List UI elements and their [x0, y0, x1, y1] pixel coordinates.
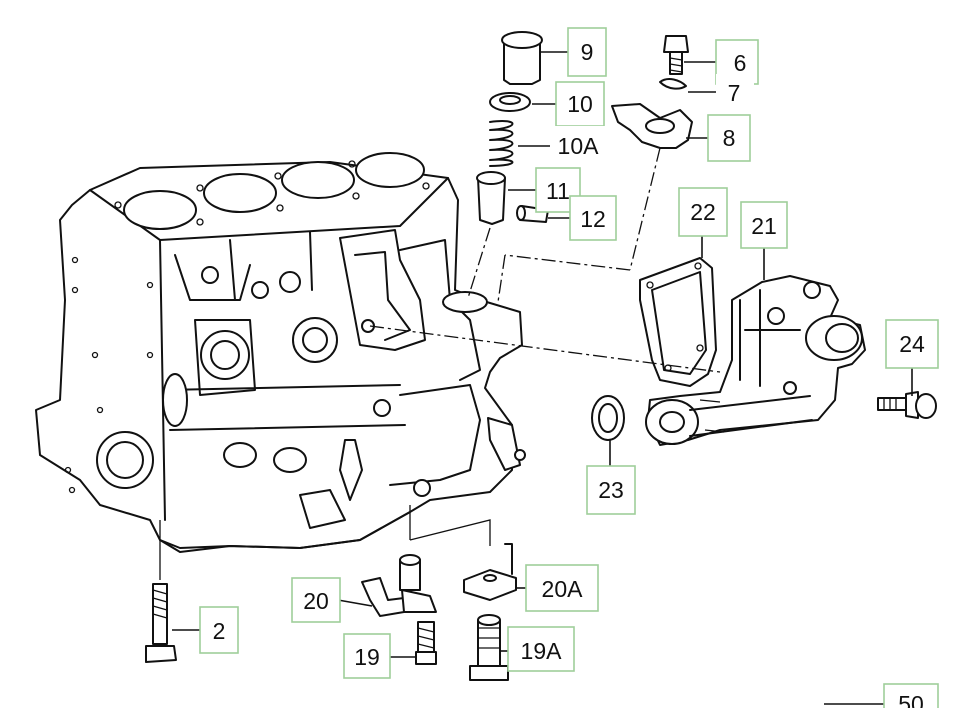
svg-text:8: 8	[723, 125, 736, 151]
alignment-line	[369, 325, 721, 373]
svg-text:50: 50	[898, 691, 924, 708]
engine-block	[35, 152, 526, 553]
callout-19: 19	[343, 633, 391, 679]
svg-text:6: 6	[734, 50, 747, 76]
callout-9: 9	[567, 27, 607, 77]
callouts: 2 6 7 8 9 10	[172, 27, 939, 708]
svg-text:22: 22	[690, 199, 716, 225]
svg-text:23: 23	[598, 477, 624, 503]
callout-12: 12	[569, 195, 617, 241]
svg-text:2: 2	[213, 618, 226, 644]
callout-22: 22	[678, 187, 728, 237]
callout-10a: 10A	[550, 126, 612, 166]
svg-text:19: 19	[354, 644, 380, 670]
callout-20: 20	[291, 577, 341, 623]
sender-and-bracket	[361, 505, 517, 681]
deck-bolt-holes	[114, 160, 430, 226]
svg-text:24: 24	[899, 331, 925, 357]
bolt-24	[877, 391, 937, 419]
callout-23: 23	[586, 465, 636, 515]
callout-7: 7	[716, 74, 754, 116]
svg-text:7: 7	[728, 80, 741, 106]
svg-text:12: 12	[580, 206, 606, 232]
oil-pressure-relief-parts	[467, 31, 549, 299]
callout-50: 50	[883, 683, 939, 708]
callout-2: 2	[199, 606, 239, 654]
callout-19a: 19A	[507, 626, 575, 672]
gasket-22	[639, 257, 717, 387]
callout-21: 21	[740, 201, 788, 249]
water-pump-housing-21	[645, 275, 866, 446]
callout-8: 8	[707, 114, 751, 162]
bolt-2	[145, 520, 177, 663]
svg-text:10: 10	[567, 91, 593, 117]
side-bolt-dots	[64, 256, 154, 494]
svg-text:21: 21	[751, 213, 777, 239]
svg-text:11: 11	[546, 178, 570, 204]
svg-text:9: 9	[581, 39, 594, 65]
bracket-assembly	[497, 35, 693, 303]
svg-text:20: 20	[303, 588, 329, 614]
callout-20a: 20A	[525, 564, 599, 612]
callout-24: 24	[885, 319, 939, 369]
o-ring-23	[591, 395, 625, 441]
svg-text:10A: 10A	[558, 133, 600, 159]
svg-text:20A: 20A	[542, 576, 584, 602]
callout-10: 10	[555, 81, 605, 127]
callout-11: 11	[535, 167, 581, 213]
svg-text:19A: 19A	[521, 638, 563, 664]
